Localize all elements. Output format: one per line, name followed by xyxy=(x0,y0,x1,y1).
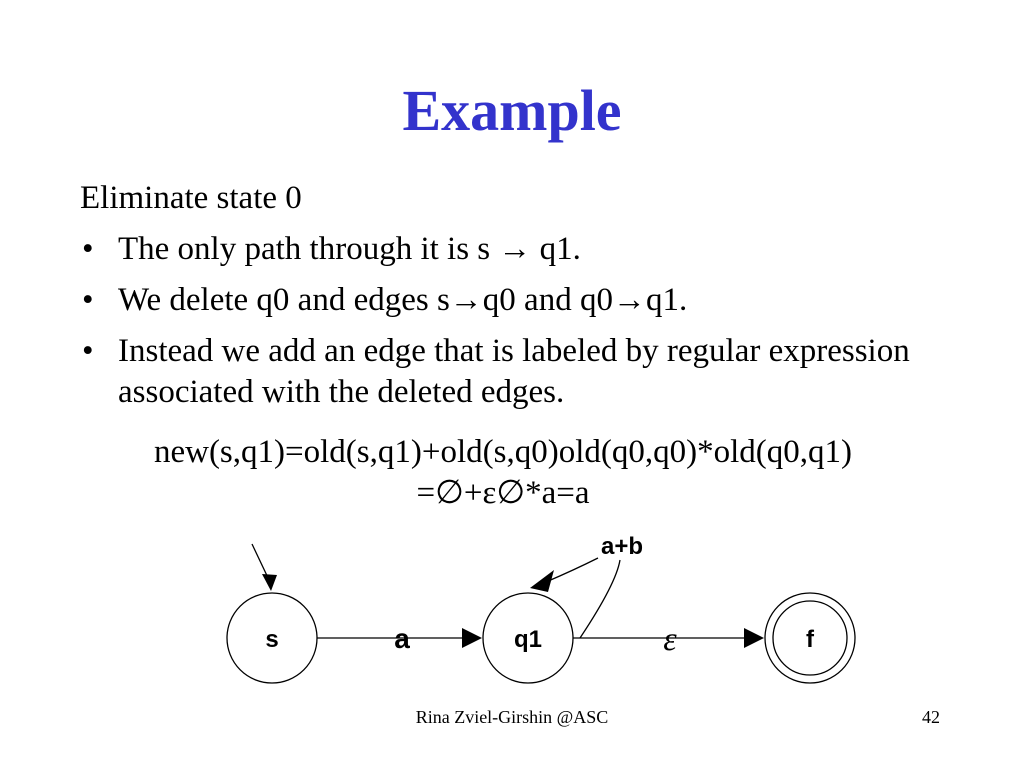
loop-q1-path xyxy=(579,559,621,639)
slide-body: Eliminate state 0 • The only path throug… xyxy=(80,178,960,413)
state-f-outer-circle xyxy=(764,592,856,684)
edge-q1-f-label: ε xyxy=(663,621,677,658)
bullet-dot: • xyxy=(82,282,94,318)
formula-line-2: =∅+ε∅*a=a xyxy=(416,475,590,511)
state-q1-label: q1 xyxy=(514,626,542,653)
state-f-inner-circle xyxy=(772,600,848,676)
loop-q1-arrowhead xyxy=(530,570,554,592)
bullet-text: Instead we add an edge that is labeled b… xyxy=(118,333,910,410)
bullet-item: • We delete q0 and edges s→q0 and q0→q1. xyxy=(80,280,960,321)
bullet-text: We delete q0 and edges s→q0 and q0→q1. xyxy=(118,282,688,318)
footer-page-number: 42 xyxy=(922,707,940,727)
edge-s-q1-arrowhead xyxy=(462,628,482,648)
bullet-text: The only path through it is s → q1. xyxy=(118,231,581,267)
loop-q1-return-path xyxy=(545,557,599,583)
state-f-label: f xyxy=(806,626,815,653)
slide-title: Example xyxy=(402,78,622,143)
bullet-dot: • xyxy=(82,231,94,267)
state-s-label: s xyxy=(265,626,278,653)
edge-s-q1-label: a xyxy=(394,623,410,654)
edge-q1-f-arrowhead xyxy=(744,628,764,648)
formula-line-1: new(s,q1)=old(s,q1)+old(s,q0)old(q0,q0)*… xyxy=(153,434,853,470)
loop-q1-label: a+b xyxy=(601,533,643,560)
footer-author: Rina Zviel-Girshin @ASC xyxy=(415,707,609,727)
automaton-diagram: s q1 f a a+b ε xyxy=(226,533,856,684)
intro-line: Eliminate state 0 xyxy=(80,180,302,216)
formula: new(s,q1)=old(s,q1)+old(s,q0)old(q0,q0)*… xyxy=(0,432,1006,514)
bullet-item: • The only path through it is s → q1. xyxy=(80,229,960,270)
start-arrowhead xyxy=(262,574,277,591)
bullet-dot: • xyxy=(82,333,94,369)
bullet-item: • Instead we add an edge that is labeled… xyxy=(80,331,960,413)
